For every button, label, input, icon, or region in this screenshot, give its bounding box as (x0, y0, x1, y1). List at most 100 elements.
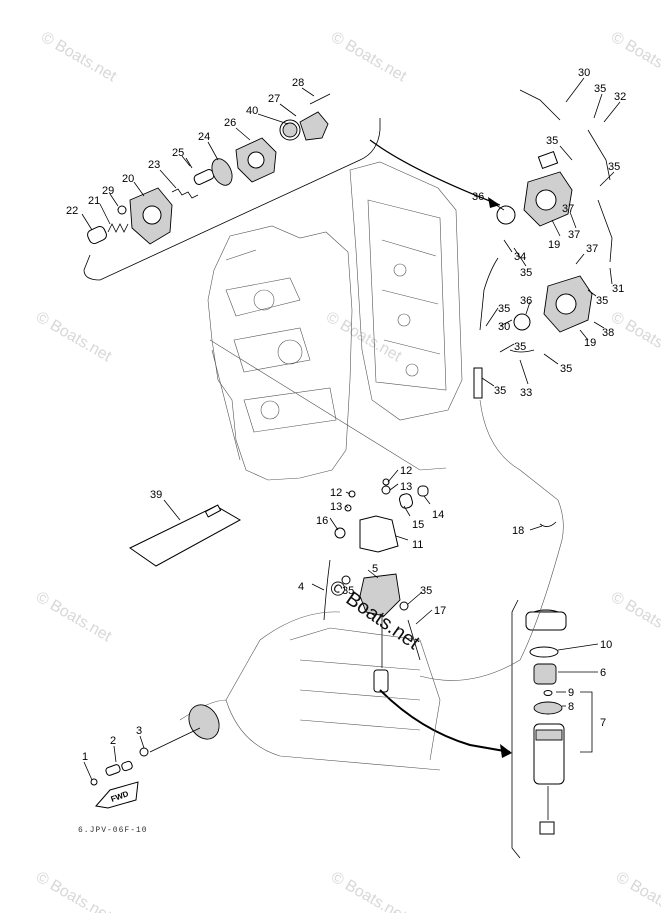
bolt-part (381, 485, 391, 495)
callout-16: 16 (316, 515, 328, 527)
callout-3: 3 (136, 725, 142, 737)
gasket-sheet-part (129, 504, 242, 567)
fuel-filter-detail-box (511, 599, 593, 859)
callout-21: 21 (88, 195, 100, 207)
callout-29: 29 (102, 185, 114, 197)
cylinder-head-outline (349, 161, 463, 421)
fwd-arrow: FWD (95, 781, 139, 809)
callout-35k: 35 (420, 585, 432, 597)
diaphragm-part (211, 158, 233, 186)
drawing-code: 6.JPV-06F-10 (78, 826, 148, 835)
callout-35d: 35 (520, 267, 532, 279)
callout-8: 8 (568, 701, 574, 713)
callout-30b: 30 (498, 321, 510, 333)
callout-35i: 35 (494, 385, 506, 397)
diaphragm-spring-part (171, 188, 199, 199)
watermark: © Boats.net (328, 869, 410, 913)
callout-35e: 35 (596, 295, 608, 307)
nut-part (117, 205, 127, 215)
callout-13b: 13 (330, 501, 342, 513)
watermark-layer: © Boats.net © Boats.net © Boats.net © Bo… (33, 29, 661, 913)
watermark: © Boats.net (608, 29, 661, 86)
callout-38: 38 (602, 327, 614, 339)
sensor-part (373, 669, 389, 693)
callout-25: 25 (172, 147, 184, 159)
callout-5: 5 (372, 563, 378, 575)
callout-34: 34 (514, 251, 526, 263)
callout-23: 23 (148, 159, 160, 171)
callout-18: 18 (512, 525, 524, 537)
callout-2: 2 (110, 735, 116, 747)
callout-26: 26 (224, 117, 236, 129)
callout-37b: 37 (568, 229, 580, 241)
callout-15: 15 (412, 519, 424, 531)
watermark: © Boats.net (38, 29, 120, 86)
leader-lines (81, 77, 621, 781)
watermark: © Boats.net (33, 309, 115, 366)
callout-11: 11 (412, 539, 423, 551)
callout-6: 6 (600, 667, 606, 679)
callout-37a: 37 (562, 203, 574, 215)
grommet-part (399, 493, 413, 509)
plunger-part (87, 225, 107, 245)
watermark: © Boats.net (328, 29, 410, 86)
cover-part (299, 111, 329, 141)
watermark: © Boats.net (608, 589, 661, 646)
o-ring-filter-part (529, 646, 559, 658)
engine-block-outline (207, 225, 353, 481)
callout-1: 1 (82, 751, 88, 763)
filter-element-part (533, 663, 557, 685)
callout-32: 32 (614, 91, 626, 103)
callout-12a: 12 (400, 465, 412, 477)
spring-part (107, 223, 129, 233)
callout-13a: 13 (400, 481, 412, 493)
callout-35b: 35 (546, 135, 558, 147)
o-ring-part (496, 205, 516, 225)
callout-31: 31 (612, 283, 624, 295)
watermark: © Boats.net (33, 589, 115, 646)
lower-left-parts (90, 747, 149, 786)
callout-27: 27 (268, 93, 280, 105)
callout-35g: 35 (514, 341, 526, 353)
callout-14: 14 (432, 509, 444, 521)
float-part (533, 701, 563, 715)
callout-28: 28 (292, 77, 304, 89)
callout-19a: 19 (548, 239, 560, 251)
callout-labels: 28 27 40 26 24 25 23 20 29 21 22 30 35 3… (66, 67, 626, 763)
callout-20: 20 (122, 173, 134, 185)
callout-36b: 36 (520, 295, 532, 307)
bottom-cowl-outline (149, 611, 441, 771)
callout-9: 9 (568, 687, 574, 699)
upper-right-pumps (473, 89, 613, 399)
bolt-16-part (334, 527, 346, 539)
watermark: © Boats.net (613, 869, 661, 913)
callout-24: 24 (198, 131, 210, 143)
callout-35a: 35 (594, 83, 606, 95)
pump-parts-group (87, 93, 331, 245)
watermark: © Boats.net (33, 869, 115, 913)
filter-body-part (359, 573, 401, 617)
callout-35c: 35 (608, 161, 620, 173)
callout-30a: 30 (578, 67, 590, 79)
callout-17: 17 (434, 605, 446, 617)
callout-35j: 35 (342, 585, 354, 597)
watermark: © Boats.net (323, 309, 405, 366)
callout-36a: 36 (472, 191, 484, 203)
callout-33: 33 (520, 387, 532, 399)
callout-39: 39 (150, 489, 162, 501)
callout-12b: 12 (330, 487, 342, 499)
fuel-hose-routing (209, 339, 564, 681)
callout-4: 4 (298, 581, 304, 593)
callout-22: 22 (66, 205, 78, 217)
callout-40: 40 (246, 105, 258, 117)
callout-19b: 19 (584, 337, 596, 349)
callout-37c: 37 (586, 243, 598, 255)
callout-35h: 35 (560, 363, 572, 375)
callout-10: 10 (600, 639, 612, 651)
fuel-filter-assembly (323, 478, 512, 758)
callout-7: 7 (600, 717, 606, 729)
callout-35f: 35 (498, 303, 510, 315)
bracket-part (359, 515, 399, 553)
